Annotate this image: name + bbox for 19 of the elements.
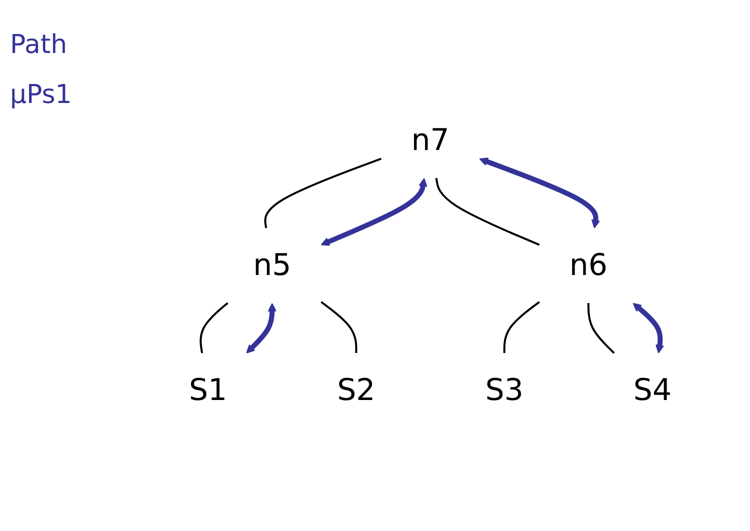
arrow — [320, 178, 428, 246]
arrow — [246, 303, 276, 354]
node-text: S2 — [336, 373, 375, 408]
note-label: μPs1 — [10, 80, 73, 110]
connector — [320, 301, 357, 353]
connector — [435, 178, 540, 246]
node-text: S3 — [485, 373, 524, 408]
arrow — [632, 302, 664, 354]
connector — [503, 301, 540, 353]
node-text: S4 — [633, 373, 672, 408]
connector — [587, 303, 614, 354]
node-text: n6 — [569, 248, 608, 283]
node-text: n7 — [410, 123, 450, 158]
arrow — [479, 158, 600, 228]
node-text: n5 — [252, 248, 291, 283]
note-label: Path — [10, 30, 68, 60]
connector — [199, 302, 228, 354]
connector — [264, 158, 382, 228]
node-text: S1 — [188, 373, 227, 408]
